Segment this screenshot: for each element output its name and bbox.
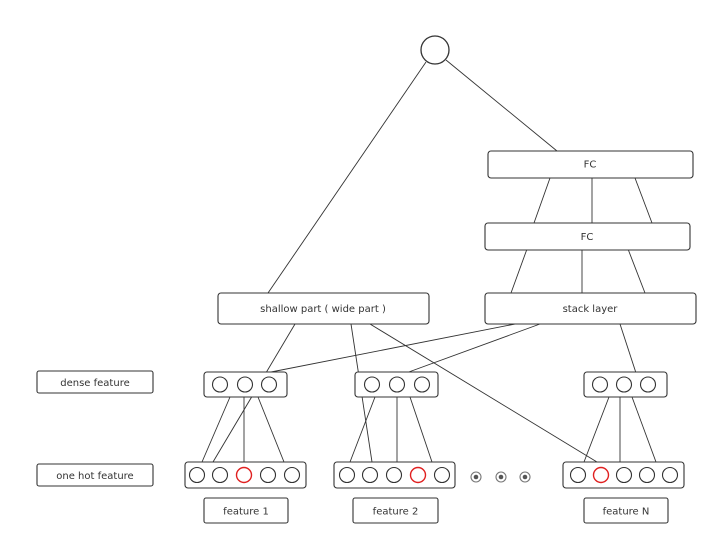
edge-dense-onehot-1 — [201, 396, 231, 463]
dense-unit — [211, 376, 229, 393]
edge-stack-dense-3 — [619, 323, 637, 374]
feature-1-label: feature 1 — [223, 507, 269, 518]
edge-stack-dense-2 — [405, 323, 541, 374]
one-hot-unit — [615, 466, 633, 484]
feature-2-label: feature 2 — [373, 507, 419, 518]
feature-1-box: feature 1 — [203, 497, 289, 524]
edge-dense-onehot-1 — [257, 396, 285, 463]
one-hot-unit — [211, 466, 229, 484]
edge-dense-onehot-2 — [349, 396, 376, 463]
ellipsis-dot — [519, 471, 531, 483]
edge-output-fc-top — [445, 59, 558, 152]
one-hot-unit — [361, 466, 379, 484]
shallow-part-label: shallow part ( wide part ) — [260, 304, 386, 315]
edge-dense-onehot-3 — [631, 396, 657, 463]
one-hot-unit — [385, 466, 403, 484]
dense-group-2 — [354, 371, 439, 398]
one-hot-unit — [188, 466, 206, 484]
dense-feature-tag: dense feature — [36, 370, 154, 394]
one-hot-unit — [283, 466, 301, 484]
fc-top-layer: FC — [487, 150, 694, 179]
fc-top-label: FC — [584, 160, 597, 171]
edge-fc-mid-stack — [627, 248, 646, 294]
one-hot-group-3 — [562, 461, 685, 489]
edge-dense-onehot-2 — [409, 396, 433, 463]
stack-layer-label: stack layer — [563, 304, 619, 315]
ellipsis-dot — [495, 471, 507, 483]
edge-output-shallow — [267, 61, 427, 294]
dense-unit — [260, 376, 278, 393]
one-hot-unit-active — [235, 466, 253, 484]
dense-unit — [236, 376, 254, 393]
dense-unit — [591, 376, 609, 393]
feature-n-box: feature N — [583, 497, 669, 524]
one-hot-unit — [638, 466, 656, 484]
fc-mid-label: FC — [581, 232, 594, 243]
one-hot-group-1 — [184, 461, 307, 489]
edge-fc-top-fc-mid — [533, 177, 551, 224]
dense-unit — [615, 376, 633, 393]
one-hot-feature-tag: one hot feature — [36, 463, 154, 487]
dense-unit — [363, 376, 381, 393]
one-hot-unit-active — [409, 466, 427, 484]
dense-group-3 — [583, 371, 668, 398]
ellipsis-dots — [470, 471, 531, 483]
one-hot-unit — [259, 466, 277, 484]
output-neuron — [420, 35, 450, 65]
fc-mid-layer: FC — [484, 222, 691, 251]
diagram-edges — [201, 59, 657, 463]
edge-fc-mid-stack — [510, 248, 528, 294]
edge-shallow-onehot-3 — [369, 323, 598, 463]
one-hot-unit — [338, 466, 356, 484]
one-hot-unit-active — [592, 466, 610, 484]
one-hot-unit — [661, 466, 679, 484]
one-hot-unit — [433, 466, 451, 484]
dense-unit — [413, 376, 431, 393]
feature-n-label: feature N — [603, 507, 650, 518]
dense-feature-label: dense feature — [60, 378, 129, 389]
one-hot-unit — [569, 466, 587, 484]
edge-fc-top-fc-mid — [634, 177, 653, 224]
edge-stack-dense-1 — [265, 323, 516, 374]
one-hot-group-2 — [333, 461, 456, 489]
dense-unit — [639, 376, 657, 393]
ellipsis-dot — [470, 471, 482, 483]
edge-dense-onehot-3 — [583, 396, 610, 463]
feature-2-box: feature 2 — [352, 497, 439, 524]
dense-group-1 — [203, 371, 288, 398]
shallow-part-box: shallow part ( wide part ) — [217, 292, 430, 325]
dense-unit — [388, 376, 406, 393]
stack-layer-box: stack layer — [484, 292, 697, 325]
one-hot-feature-label: one hot feature — [56, 471, 133, 482]
